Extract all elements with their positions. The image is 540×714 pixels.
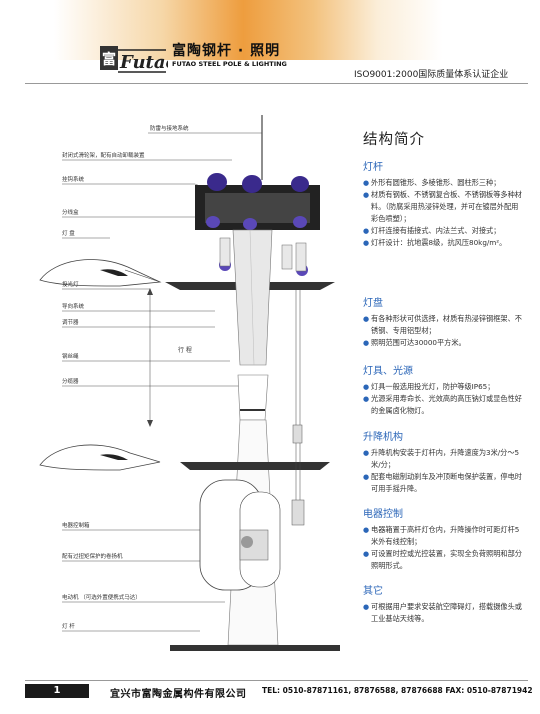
section-heading: 升降机构: [363, 432, 403, 443]
section-heading: 其它: [363, 586, 383, 597]
header-band: [0, 0, 540, 60]
callout-hook: 挂钩系统: [62, 175, 85, 183]
section-fixtures: 灯具、光源 ●灯具一般选用投光灯，防护等级IP65； ●光源采用寿命长、光效高的…: [363, 362, 523, 417]
page-title: 结构简介: [363, 132, 425, 148]
bullet-icon: ●: [363, 179, 370, 187]
list-item: ●照明范围可达30000平方米。: [363, 338, 466, 347]
section-heading: 灯盘: [363, 298, 383, 309]
callout-splitter: 分缆器: [62, 377, 79, 385]
callout-motor: 电动机 （可选外置便携式马达）: [62, 593, 141, 601]
list-item: ●可根据用户要求安装航空障碍灯，搭载摄像头或工业基站天线等。: [363, 602, 522, 623]
svg-text:Futao: Futao: [119, 52, 168, 73]
callout-wire-rope: 钢丝绳: [62, 352, 79, 360]
callout-lamp-tray: 灯 盘: [62, 229, 75, 237]
callout-winch: 配有过扭矩保护的卷扬机: [62, 552, 123, 560]
bullet-icon: ●: [363, 603, 370, 611]
travel-label: 行 程: [178, 346, 192, 354]
svg-text:富: 富: [102, 51, 116, 68]
list-item: ●灯杆设计：抗地震8级，抗风压80kg/m²。: [363, 238, 507, 247]
brand-name-en: FUTAO STEEL POLE & LIGHTING: [172, 60, 287, 68]
futao-logo: 富 Futao: [100, 46, 168, 73]
section-heading: 灯杆: [363, 162, 383, 173]
callout-lightning: 防雷与接地系统: [150, 124, 189, 132]
bullet-icon: ●: [363, 449, 370, 457]
bullet-icon: ●: [363, 550, 370, 558]
certification-text: ISO9001:2000国际质量体系认证企业: [354, 70, 509, 80]
brand-name-cn: 富陶钢杆 · 照明: [172, 43, 281, 59]
list-item: ●材质有钢板、不锈钢复合板、不锈钢板等多种材料。（防腐采用热浸锌处理，并可在镀层…: [363, 190, 522, 223]
list-item: ●配套电磁制动刹车及冲顶断电保护装置，停电时可用手摇升降。: [363, 472, 522, 493]
bullet-icon: ●: [363, 191, 370, 199]
list-item: ●灯具一般选用投光灯，防护等级IP65；: [363, 382, 495, 391]
bullet-icon: ●: [363, 526, 370, 534]
callout-guide: 导向系统: [62, 302, 85, 310]
section-other: 其它 ●可根据用户要求安装航空障碍灯，搭载摄像头或工业基站天线等。: [363, 582, 523, 625]
list-item: ●电器箱置于高杆灯仓内，升降操作时可距灯杆5米外有线控制；: [363, 525, 520, 546]
section-pole: 灯杆 ●外形有圆锥形、多棱锥形、圆柱形三种； ●材质有钢板、不锈钢复合板、不锈钢…: [363, 158, 523, 249]
section-heading: 灯具、光源: [363, 366, 413, 377]
header-divider: [25, 83, 528, 84]
section-lamp-tray: 灯盘 ●有各种形状可供选择，材质有热浸锌钢框架、不锈钢、专用铝型材； ●照明范围…: [363, 294, 523, 349]
section-heading: 电器控制: [363, 509, 403, 520]
bullet-icon: ●: [363, 227, 370, 235]
list-item: ●光源采用寿命长、光效高的高压钠灯或显色性好的金属卤化物灯。: [363, 394, 522, 415]
section-electrical: 电器控制 ●电器箱置于高杆灯仓内，升降操作时可距灯杆5米外有线控制； ●可设置时…: [363, 505, 523, 572]
bullet-icon: ●: [363, 315, 370, 323]
callout-pulley: 封闭式滑轮架，配有自动卸载装置: [62, 151, 145, 159]
list-item: ●有各种形状可供选择，材质有热浸锌钢框架、不锈钢、专用铝型材；: [363, 314, 522, 335]
list-item: ●可设置时控或光控装置，实现全负荷照明和部分照明形式。: [363, 549, 522, 570]
bullet-icon: ●: [363, 339, 370, 347]
callout-control-box: 电器控制箱: [62, 521, 90, 529]
company-name: 宜兴市富陶金属构件有限公司: [110, 689, 247, 700]
callout-junction-box: 分线盒: [62, 208, 79, 216]
page-number: 1: [25, 684, 89, 698]
contact-info: TEL: 0510-87871161, 87876588, 87876688 F…: [262, 686, 533, 695]
footer-divider: [25, 680, 528, 681]
callout-floodlight: 投光灯: [62, 280, 79, 288]
callout-pole: 灯 杆: [62, 622, 75, 630]
high-mast-diagram: 行 程 防雷与接地系统 封闭式滑轮架，配有自动卸载装置 挂钩系统 分线盒 灯 盘…: [39, 115, 340, 651]
list-item: ●外形有圆锥形、多棱锥形、圆柱形三种；: [363, 178, 501, 187]
section-lifting: 升降机构 ●升降机构安装于灯杆内，升降速度为3米/分～5米/分； ●配套电磁制动…: [363, 428, 523, 495]
callout-regulator: 调节器: [62, 318, 79, 326]
list-item: ●灯杆连接有插接式、内法兰式、对接式；: [363, 226, 501, 235]
bullet-icon: ●: [363, 473, 370, 481]
bullet-icon: ●: [363, 239, 370, 247]
bullet-icon: ●: [363, 395, 370, 403]
list-item: ●升降机构安装于灯杆内，升降速度为3米/分～5米/分；: [363, 448, 520, 469]
bullet-icon: ●: [363, 383, 370, 391]
